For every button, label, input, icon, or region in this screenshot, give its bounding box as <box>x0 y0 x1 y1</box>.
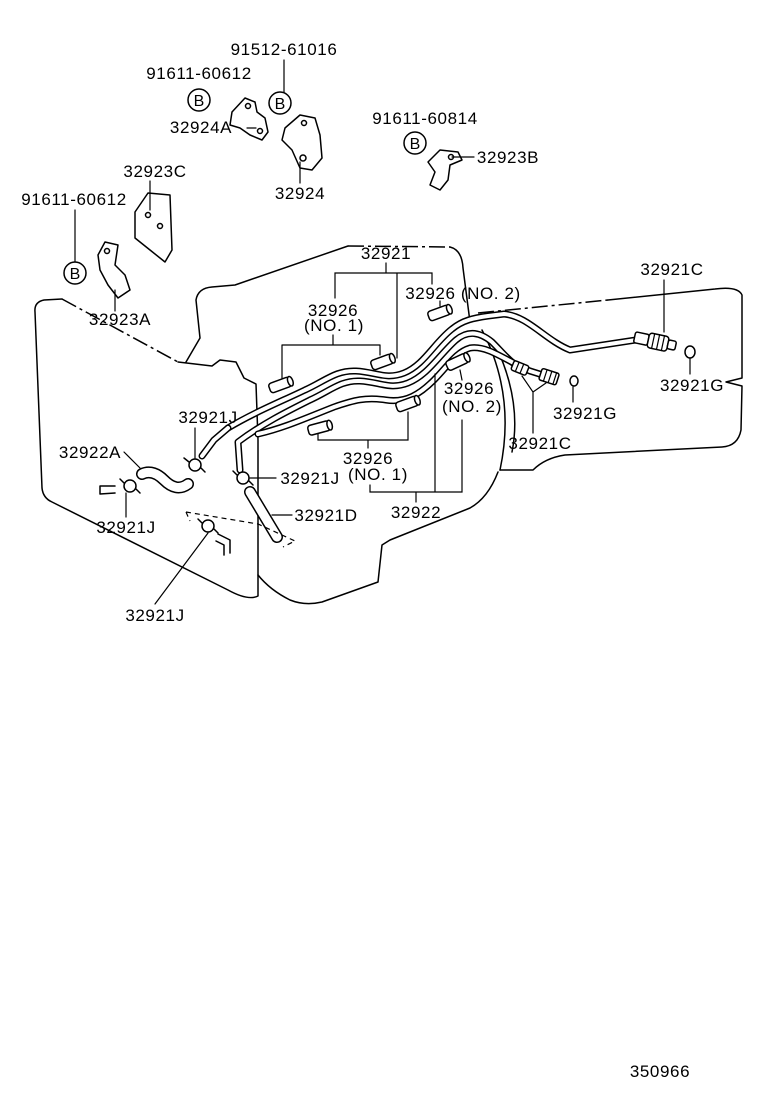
callout-32923C: 32923C <box>123 162 186 181</box>
callout-32924A: 32924A <box>170 118 232 137</box>
leader-32922 <box>369 373 463 503</box>
clamp-32921J-left <box>119 478 141 494</box>
clamp-32921J-bottom <box>197 518 219 534</box>
leader-lines <box>74 59 691 605</box>
illustration-number: 350966 <box>630 1062 690 1081</box>
leader-32922A <box>123 451 141 469</box>
bolt-marker-label: B <box>194 93 205 110</box>
leader-32921C-mid <box>521 375 547 434</box>
callout-32926-no2-top: 32926 (NO. 2) <box>405 284 521 303</box>
tank-left-top-outline <box>185 245 349 363</box>
tank-top-dashdot-edge <box>347 245 451 248</box>
tank-bottom-outline <box>257 471 499 605</box>
leader-32926-no1-top <box>281 334 381 379</box>
dashed-location-box <box>185 511 297 548</box>
callouts: 91512-61016 91611-60612 32924A 91611-608… <box>21 40 724 1081</box>
pipe-elbow-bottom <box>215 533 231 556</box>
bolt-marker-32923B: B <box>403 131 427 155</box>
bracket-32923C <box>134 192 173 263</box>
rear-panel-dashdot-edge <box>477 299 609 314</box>
callout-32921J-left: 32921J <box>96 518 155 537</box>
rear-panel-outline <box>499 287 743 471</box>
callout-no2-mid: (NO. 2) <box>442 397 502 416</box>
connector-32921C-mid-b <box>538 367 560 386</box>
body-outline <box>34 245 743 605</box>
callout-32922: 32922 <box>391 503 441 522</box>
leader-32921J-bottom <box>154 532 209 605</box>
bolt-markers: B B B B <box>63 88 427 285</box>
callout-32921G-mid: 32921G <box>553 404 617 423</box>
callout-32921J-bottom: 32921J <box>125 606 184 625</box>
left-hoses-clamps <box>99 457 297 556</box>
fuel-tube-32921-branch <box>234 330 524 474</box>
callout-no1-top: (NO. 1) <box>304 316 364 335</box>
bracket-32924 <box>281 114 323 171</box>
callout-32926-no1-top: 32926 <box>308 301 358 320</box>
bolt-marker-label: B <box>70 266 81 283</box>
callout-32921G-right: 32921G <box>660 376 724 395</box>
callout-32923B: 32923B <box>477 148 539 167</box>
leader-32926-no2-mid <box>459 369 463 381</box>
o-ring-32921G-mid <box>569 375 579 387</box>
clamp-32921J-upper <box>183 457 206 473</box>
callout-91611-60612-left: 91611-60612 <box>21 190 127 209</box>
hose-32921D <box>244 486 283 543</box>
fuel-tube-32921 <box>224 310 640 432</box>
hose-32922A <box>136 466 194 494</box>
connector-32921C-right <box>633 331 677 352</box>
callout-32926-no1-low: 32926 <box>343 449 393 468</box>
hose-32926-no2-a <box>427 303 453 322</box>
hoses-32926 <box>268 303 471 436</box>
bracket-32923A <box>97 241 131 299</box>
hose-32926-no1-a <box>268 375 294 394</box>
bolt-marker-label: B <box>410 136 421 153</box>
pipe-stub-left <box>99 485 116 495</box>
leader-32921 <box>334 262 433 359</box>
callout-32921D: 32921D <box>294 506 357 525</box>
callout-no1-low: (NO. 1) <box>348 465 408 484</box>
callout-32923A: 32923A <box>89 310 151 329</box>
fittings-right <box>510 331 696 387</box>
tank-right-side <box>449 246 471 323</box>
callout-32921J-upper: 32921J <box>178 408 237 427</box>
callout-32921: 32921 <box>361 244 411 263</box>
left-panel-dashdot-edge <box>61 298 179 363</box>
bolt-marker-top-left: B <box>187 88 211 112</box>
hose-32926-no1-d <box>307 419 334 436</box>
tank-side-contour <box>481 329 506 471</box>
fuel-tube-32922 <box>254 344 550 438</box>
o-ring-32921G-right <box>684 345 696 359</box>
callout-32926-no2-mid: 32926 <box>444 379 494 398</box>
bolt-marker-top-right: B <box>268 91 292 115</box>
connector-32921C-mid-a <box>510 360 530 376</box>
callout-91611-60612-top: 91611-60612 <box>146 64 252 83</box>
clamp-32921J-mid <box>232 470 254 486</box>
left-panel-outline <box>34 298 259 599</box>
hose-32926-no2-b <box>445 351 471 371</box>
bolt-marker-left: B <box>63 261 87 285</box>
callout-32921C-mid: 32921C <box>508 434 571 453</box>
callout-32924: 32924 <box>275 184 325 203</box>
leader-32926-no1-low <box>317 411 409 449</box>
callout-32921C-right: 32921C <box>640 260 703 279</box>
callout-91611-60814: 91611-60814 <box>372 109 478 128</box>
hose-32926-no1-b <box>370 352 396 371</box>
fuel-tubes <box>198 310 640 474</box>
brackets <box>97 97 463 299</box>
bracket-32923B <box>427 149 463 191</box>
callout-91512-61016: 91512-61016 <box>231 40 338 59</box>
bolt-marker-label: B <box>275 96 286 113</box>
hose-32926-no1-c <box>395 394 421 413</box>
fuel-tube-left-drop <box>198 424 232 460</box>
callout-32922A: 32922A <box>59 443 121 462</box>
callout-32921J-mid: 32921J <box>280 469 339 488</box>
bracket-32924A <box>229 97 269 141</box>
